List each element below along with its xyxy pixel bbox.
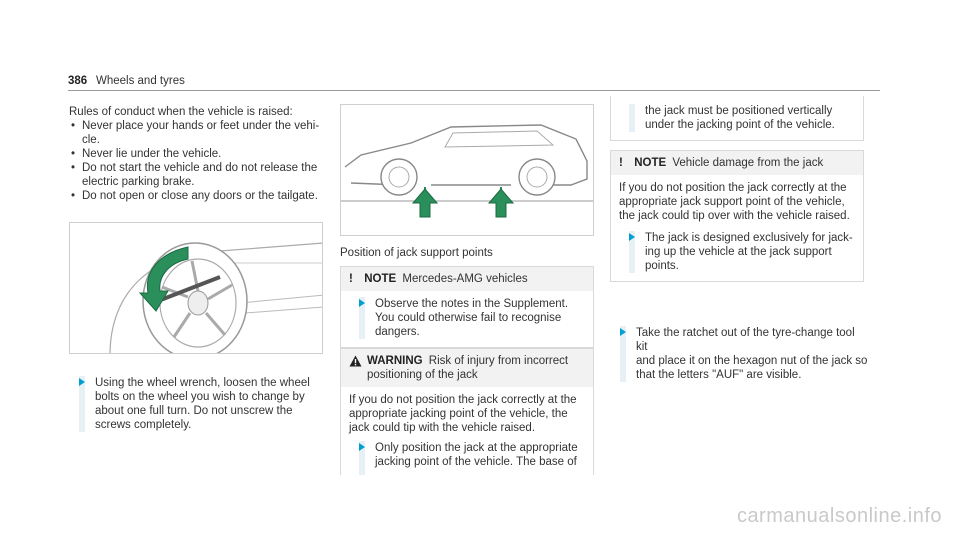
list-item: Do not open or close any doors or the ta… xyxy=(69,189,324,203)
step-arrow-icon xyxy=(359,443,365,451)
note-body: Observe the notes in the Supplement. You… xyxy=(341,291,593,347)
step-bar xyxy=(620,326,626,382)
note-header: ! NOTE Vehicle damage from the jack xyxy=(611,151,863,175)
step-bar xyxy=(79,376,85,432)
header-divider xyxy=(68,90,880,91)
warning-body: If you do not position the jack correctl… xyxy=(341,387,593,475)
exclamation-icon: ! xyxy=(619,157,623,169)
wheel-wrench-illustration xyxy=(69,222,323,354)
warning-step-continued: the jack must be positioned vertically u… xyxy=(619,104,855,132)
car-side-drawing xyxy=(341,124,593,218)
step-arrow-icon xyxy=(359,299,365,307)
list-item: Never lie under the vehicle. xyxy=(69,147,324,161)
list-item: Never place your hands or feet under the… xyxy=(69,119,324,147)
note-tag: NOTE xyxy=(364,273,397,285)
exclamation-icon: ! xyxy=(349,273,353,285)
warning-title-line: Risk of injury from incorrect xyxy=(428,355,569,367)
note-header: ! NOTE Mercedes-AMG vehicles xyxy=(341,267,593,291)
wheel-wrench-drawing xyxy=(109,242,322,353)
note-amg-vehicles: ! NOTE Mercedes-AMG vehicles Observe the… xyxy=(340,266,594,348)
warning-header: WARNING Risk of injury from incorrect po… xyxy=(341,349,593,387)
jack-points-illustration xyxy=(340,104,594,236)
page-number: 386 xyxy=(68,75,88,87)
note-body: If you do not position the jack correctl… xyxy=(611,175,863,281)
note-step: The jack is designed exclusively for jac… xyxy=(619,231,855,273)
rules-intro: Rules of conduct when the vehicle is rai… xyxy=(69,106,293,118)
step-arrow-icon xyxy=(629,233,635,241)
column-1: Rules of conduct when the vehicle is rai… xyxy=(69,105,324,203)
watermark: carmanualsonline.info xyxy=(736,505,942,527)
warning-triangle-icon xyxy=(349,355,362,367)
step-bar xyxy=(359,441,365,475)
note-jack-damage: ! NOTE Vehicle damage from the jack If y… xyxy=(610,150,864,282)
warning-continued: the jack must be positioned vertically u… xyxy=(610,96,864,141)
step-bar xyxy=(359,297,365,339)
warning-step: Only position the jack at the appropriat… xyxy=(349,441,585,475)
note-title: Mercedes-AMG vehicles xyxy=(402,273,528,285)
step-bar xyxy=(629,104,635,132)
warning-tag: WARNING xyxy=(367,355,423,367)
step-loosen-bolts: Using the wheel wrench, loosen the wheel… xyxy=(69,376,324,432)
warning-title-line: positioning of the jack xyxy=(367,369,478,381)
list-item: Do not start the vehicle and do not rele… xyxy=(69,161,324,189)
note-title: Vehicle damage from the jack xyxy=(672,157,824,169)
figure-caption: Position of jack support points xyxy=(340,247,493,259)
warning-jack-position: WARNING Risk of injury from incorrect po… xyxy=(340,348,594,475)
note-tag: NOTE xyxy=(634,157,667,169)
step-arrow-icon xyxy=(79,378,85,386)
step-bar xyxy=(629,231,635,273)
rules-list: Never place your hands or feet under the… xyxy=(69,119,324,203)
step-arrow-icon xyxy=(620,328,626,336)
note-step: Observe the notes in the Supplement. You… xyxy=(349,297,585,339)
page-section-title: Wheels and tyres xyxy=(96,75,185,87)
step-place-ratchet: Take the ratchet out of the tyre-change … xyxy=(610,326,868,382)
warning-continued-body: the jack must be positioned vertically u… xyxy=(611,96,863,140)
